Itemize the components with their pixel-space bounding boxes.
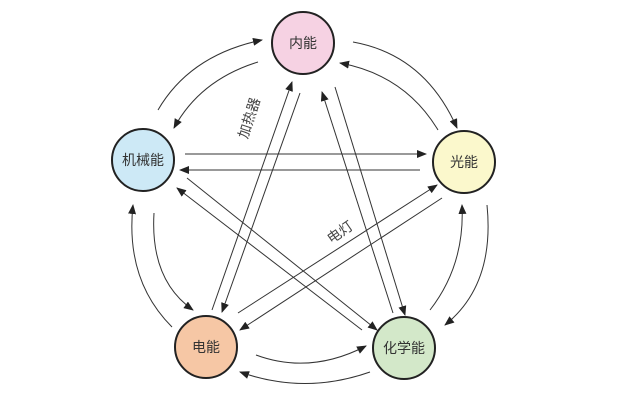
node-electric-energy: 电能 (174, 315, 238, 379)
arrow-mechanical-to-electric (153, 212, 194, 311)
arrow-internal-to-chemical (334, 86, 407, 316)
arrow-chemical-to-electric (239, 371, 371, 384)
arrow-electric-to-light (237, 184, 438, 314)
arrow-light-to-electric (239, 197, 443, 331)
node-chemical-energy: 化学能 (372, 316, 436, 380)
arrow-internal-to-light (352, 41, 458, 129)
arrow-light-to-internal (339, 60, 439, 131)
node-label: 光能 (450, 155, 478, 171)
arrow-electric-to-mechanical (128, 204, 173, 328)
node-label: 电能 (192, 340, 220, 356)
node-light-energy: 光能 (432, 130, 496, 194)
arrow-internal-to-mechanical (173, 61, 259, 129)
node-internal-energy: 内能 (271, 11, 335, 75)
arrow-chemical-to-light (429, 204, 467, 311)
arrow-mechanical-to-chemical (186, 177, 378, 331)
arrow-electric-to-internal (211, 81, 293, 311)
node-label: 内能 (289, 36, 317, 52)
arrow-chemical-to-internal (320, 91, 394, 314)
arrow-light-to-chemical (444, 204, 489, 326)
node-label: 化学能 (383, 341, 425, 357)
node-label: 机械能 (122, 153, 164, 169)
arrow-mechanical-to-internal (157, 37, 263, 111)
arrow-internal-to-electric (221, 92, 301, 313)
node-mechanical-energy: 机械能 (111, 128, 175, 192)
arrow-electric-to-chemical (255, 345, 367, 364)
arrow-chemical-to-mechanical (176, 187, 363, 331)
